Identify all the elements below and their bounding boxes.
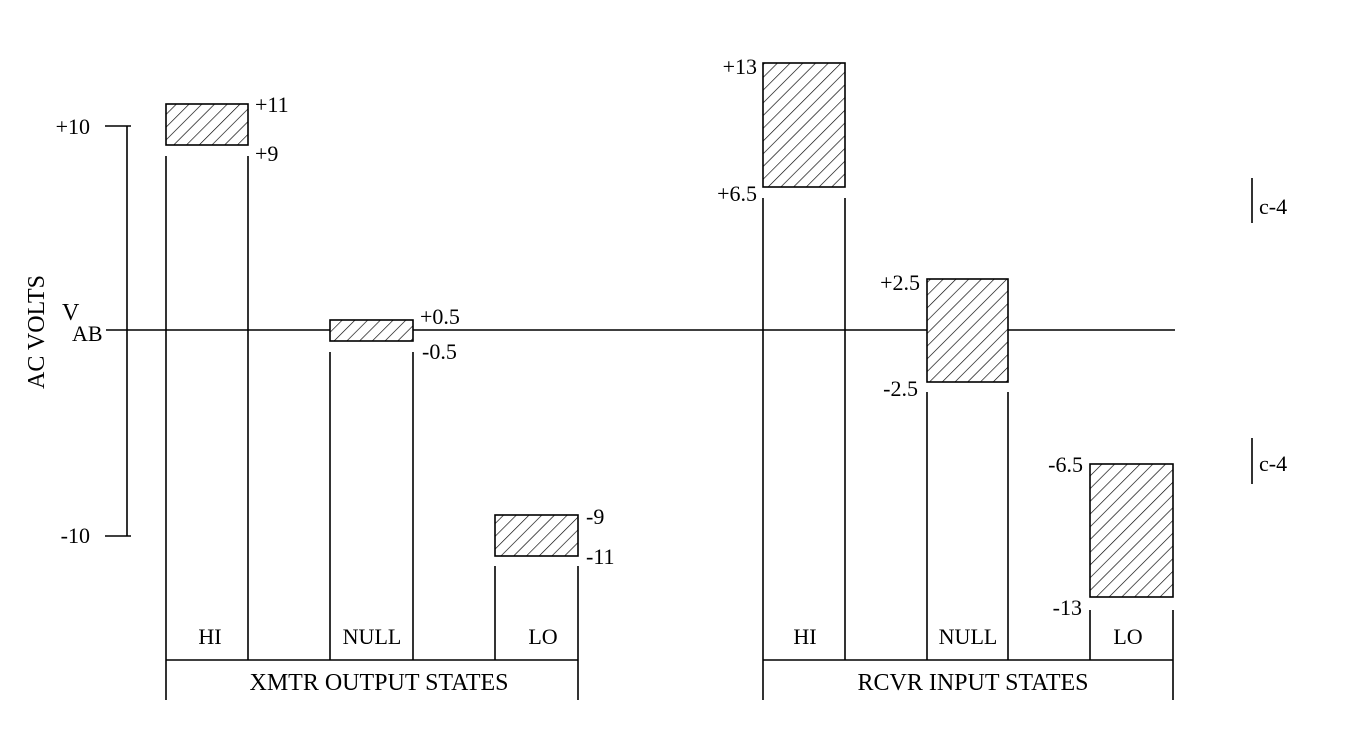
rcvr-group: +13 +6.5 HI +2.5 -2.5 NULL -6.5 -13 LO R… [717, 54, 1174, 700]
reference-label-sub: AB [72, 321, 103, 346]
xmtr-hi-range-box [165, 103, 249, 146]
rcvr-lo-range-box [1089, 463, 1174, 598]
change-mark-bottom: c-4 [1259, 451, 1287, 476]
y-tick-label-bottom: -10 [61, 523, 90, 548]
xmtr-lo-range-box [494, 514, 579, 557]
rcvr-hi-upper-label: +13 [723, 54, 757, 79]
xmtr-null-range-box [329, 319, 414, 342]
xmtr-lo-upper-label: -9 [586, 504, 604, 529]
xmtr-lo-lower-label: -11 [586, 544, 615, 569]
xmtr-hi-upper-label: +11 [255, 92, 289, 117]
change-marks: c-4 c-4 [1251, 178, 1287, 484]
rcvr-hi-range-box [762, 62, 846, 188]
xmtr-null-lower-label: -0.5 [422, 339, 457, 364]
rcvr-lo-upper-label: -6.5 [1048, 452, 1083, 477]
reference-label-main: V [62, 300, 80, 326]
rcvr-hi-state-label: HI [793, 624, 816, 649]
xmtr-hi-state-label: HI [198, 624, 221, 649]
rcvr-null-lower-label: -2.5 [883, 376, 918, 401]
change-mark-top: c-4 [1259, 194, 1287, 219]
rcvr-null-range-box [926, 278, 1009, 383]
rcvr-hi-lower-label: +6.5 [717, 181, 757, 206]
xmtr-group: +11 +9 HI +0.5 -0.5 NULL -9 -11 LO XMTR … [165, 92, 615, 700]
rcvr-lo-state-label: LO [1113, 624, 1142, 649]
xmtr-group-title: XMTR OUTPUT STATES [250, 670, 509, 696]
rcvr-null-upper-label: +2.5 [880, 270, 920, 295]
y-axis: +10 -10 AC VOLTS V AB [24, 114, 131, 548]
xmtr-lo-state-label: LO [528, 624, 557, 649]
xmtr-null-state-label: NULL [343, 624, 402, 649]
rcvr-null-state-label: NULL [939, 624, 998, 649]
y-axis-title: AC VOLTS [24, 275, 50, 389]
xmtr-null-upper-label: +0.5 [420, 304, 460, 329]
xmtr-hi-lower-label: +9 [255, 141, 278, 166]
y-tick-label-top: +10 [56, 114, 90, 139]
rcvr-lo-lower-label: -13 [1053, 595, 1082, 620]
rcvr-group-title: RCVR INPUT STATES [857, 670, 1088, 696]
